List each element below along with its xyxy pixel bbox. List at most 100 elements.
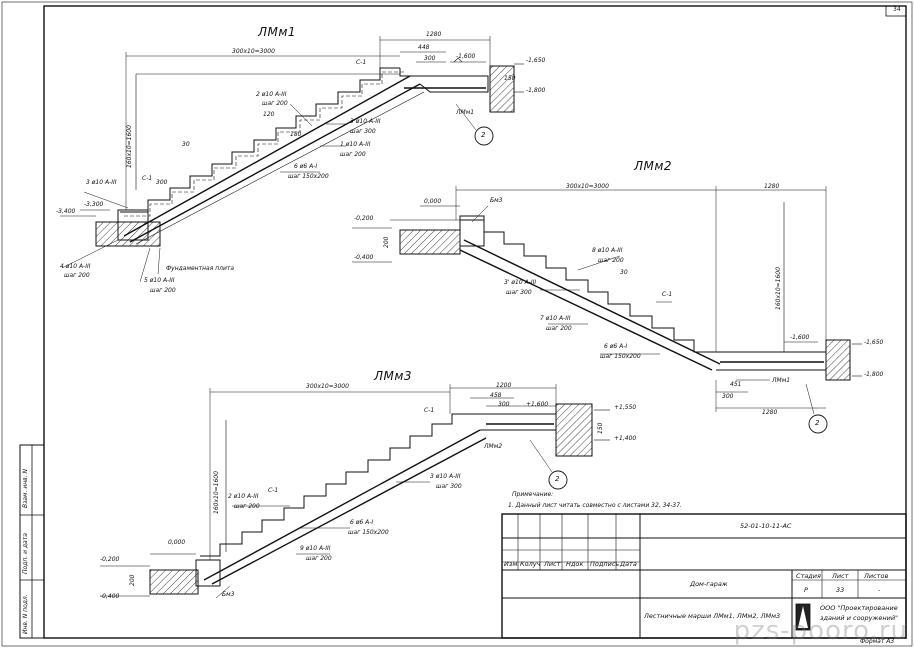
stadia-value: Р	[804, 586, 808, 594]
notes-line-1: 1. Данный лист читать совместно с листам…	[508, 502, 682, 509]
lmm3-dim-200: 200	[129, 574, 136, 586]
lmm3-landing-total: 1200	[496, 382, 512, 389]
lmm3-level-left-b: -0,400	[100, 593, 120, 600]
lmm1-foundation: Фундаментная плита	[166, 265, 235, 272]
col-list: Лист	[544, 560, 561, 568]
lmm1-height: 160x10=1600	[126, 125, 133, 168]
col-ndok: Ндок	[566, 560, 584, 568]
lmm2-dim-30: 30	[620, 269, 628, 276]
lmm1-note-2: 2 ø10 А-III	[256, 91, 287, 98]
lmm1-c1-top: С-1	[356, 59, 367, 66]
lmm1-lm1: ЛМм1	[456, 109, 475, 116]
lmm3-note-2: 2 ø10 А-III	[228, 493, 259, 500]
lmm2-note-3-step: шаг 300	[506, 289, 532, 296]
lmm3-node: 2	[555, 475, 560, 483]
lmm3-landing-300: 300	[498, 401, 510, 408]
org-logo	[795, 603, 811, 631]
lmm3-note-3-step: шаг 300	[436, 483, 462, 490]
lmm3-level-left-top: 0,000	[168, 539, 186, 546]
lmm3-note-6: 6 ø6 А-I	[350, 519, 374, 526]
lmm3-level-left-a: -0,200	[100, 556, 120, 563]
lmm3-lm2: ЛМм2	[484, 443, 503, 450]
drawing-name: Лестничные марши ЛМм1, ЛМм2, ЛМм3	[644, 612, 781, 620]
list-header: Лист	[832, 572, 849, 580]
lmm1-note-3l: 3 ø10 А-III	[86, 179, 117, 186]
listov-header: Листов	[864, 572, 889, 580]
lmm1-note-5: 5 ø10 А-III	[144, 277, 175, 284]
lmm1-note-3: 3 ø10 А-III	[350, 118, 381, 125]
lmm3-note-9-step: шаг 200	[306, 555, 332, 562]
lmm2-level-right-top: -1,600	[790, 334, 810, 341]
lmm1-note-1-step: шаг 200	[340, 151, 366, 158]
lmm3-c1-top: С-1	[424, 407, 435, 414]
lmm1-level-right-top: -1,650	[526, 57, 546, 64]
lmm2-level-right-b: -1,800	[864, 371, 884, 378]
lmm2-note-8: 8 ø10 А-III	[592, 247, 623, 254]
lmm1-landing-total: 1280	[426, 31, 442, 38]
lmm2-note-8-step: шаг 200	[598, 257, 624, 264]
lmm3-bm3: Бм3	[222, 591, 235, 598]
lmm2-landing-total: 1280	[764, 183, 780, 190]
lmm3-geometry	[100, 384, 610, 599]
col-data: Дата	[620, 560, 637, 568]
lmm3-level-right-top: +1,550	[614, 404, 637, 411]
lmm1-geometry	[60, 36, 524, 283]
listov-value: -	[878, 586, 881, 594]
lmm1-dim-300: 300	[156, 179, 168, 186]
lmm2-level-right-a: -1,650	[864, 339, 884, 346]
org-name-line-1: ООО "Проектирование	[820, 604, 898, 612]
lmm1-dim-150: 150	[504, 75, 516, 82]
lmm3-c1-bottom: С-1	[268, 487, 279, 494]
col-koluch: Колуч	[520, 560, 541, 568]
col-podpis: Подпись	[590, 560, 620, 568]
stamp-vzam: Взам. инв. N	[22, 469, 29, 508]
building-name: Дом-гараж	[690, 580, 728, 588]
stamp-podp: Подп. и дата	[22, 533, 29, 574]
lmm2-title: ЛМм2	[634, 159, 673, 173]
watermark: pzs-pooro.ru	[733, 616, 908, 646]
lmm2-level-left-a: -0,200	[354, 215, 374, 222]
lmm2-level-left-b: -0,400	[354, 254, 374, 261]
title-block-grid	[501, 513, 907, 639]
col-izm: Изм.	[504, 560, 520, 568]
lmm1-note-4: 4 ø10 А-III	[60, 263, 91, 270]
lmm2-dim-451: 451	[730, 381, 742, 388]
lmm3-level-right-bot: +1,400	[614, 435, 637, 442]
lmm2-dim-200: 200	[383, 236, 390, 248]
lmm1-landing-300: 300	[424, 55, 436, 62]
lmm2-note-6: 6 ø6 А-I	[604, 343, 628, 350]
lmm2-level-left-top: 0,000	[424, 198, 442, 205]
lmm1-span: 300x10=3000	[232, 48, 275, 55]
lmm1-node: 2	[481, 131, 486, 139]
stadia-header: Стадия	[796, 572, 821, 580]
list-value: 33	[836, 586, 845, 594]
lmm3-note-6-step: шаг 150x200	[348, 529, 389, 536]
lmm2-dim-1280b: 1280	[762, 409, 778, 416]
lmm2-note-7-step: шаг 200	[546, 325, 572, 332]
lmm1-note-6: 6 ø6 А-I	[294, 163, 318, 170]
lmm1-c1-bottom: С-1	[142, 175, 153, 182]
lmm2-span: 300x10=3000	[566, 183, 609, 190]
lmm3-dim-150: 150	[597, 422, 604, 434]
lmm1-dim-30: 30	[182, 141, 190, 148]
lmm1-landing-448: 448	[418, 44, 430, 51]
org-name-line-2: зданий и сооружений"	[820, 614, 899, 622]
notes-heading: Примечание:	[512, 491, 554, 498]
lmm3-note-3: 3 ø10 А-III	[430, 473, 461, 480]
sheet-format: Формат А3	[860, 638, 895, 645]
lmm2-dim-300: 300	[722, 393, 734, 400]
lmm1-dim-180: 180	[290, 131, 302, 138]
lmm1-dim-45: 120	[263, 111, 275, 118]
lmm1-note-5-step: шаг 200	[150, 287, 176, 294]
sheet-number: 34	[893, 6, 901, 13]
lmm3-note-2-step: шаг 200	[234, 503, 260, 510]
lmm1-note-1: 1 ø10 А-III	[340, 141, 371, 148]
lmm2-geometry	[352, 186, 862, 434]
lmm1-level-left-top: -3,300	[84, 201, 104, 208]
lmm3-height: 160x10=1600	[213, 471, 220, 514]
lmm3-title: ЛМм3	[374, 369, 413, 383]
lmm2-height: 160x10=1600	[775, 267, 782, 310]
lmm3-note-9: 9 ø10 А-III	[300, 545, 331, 552]
